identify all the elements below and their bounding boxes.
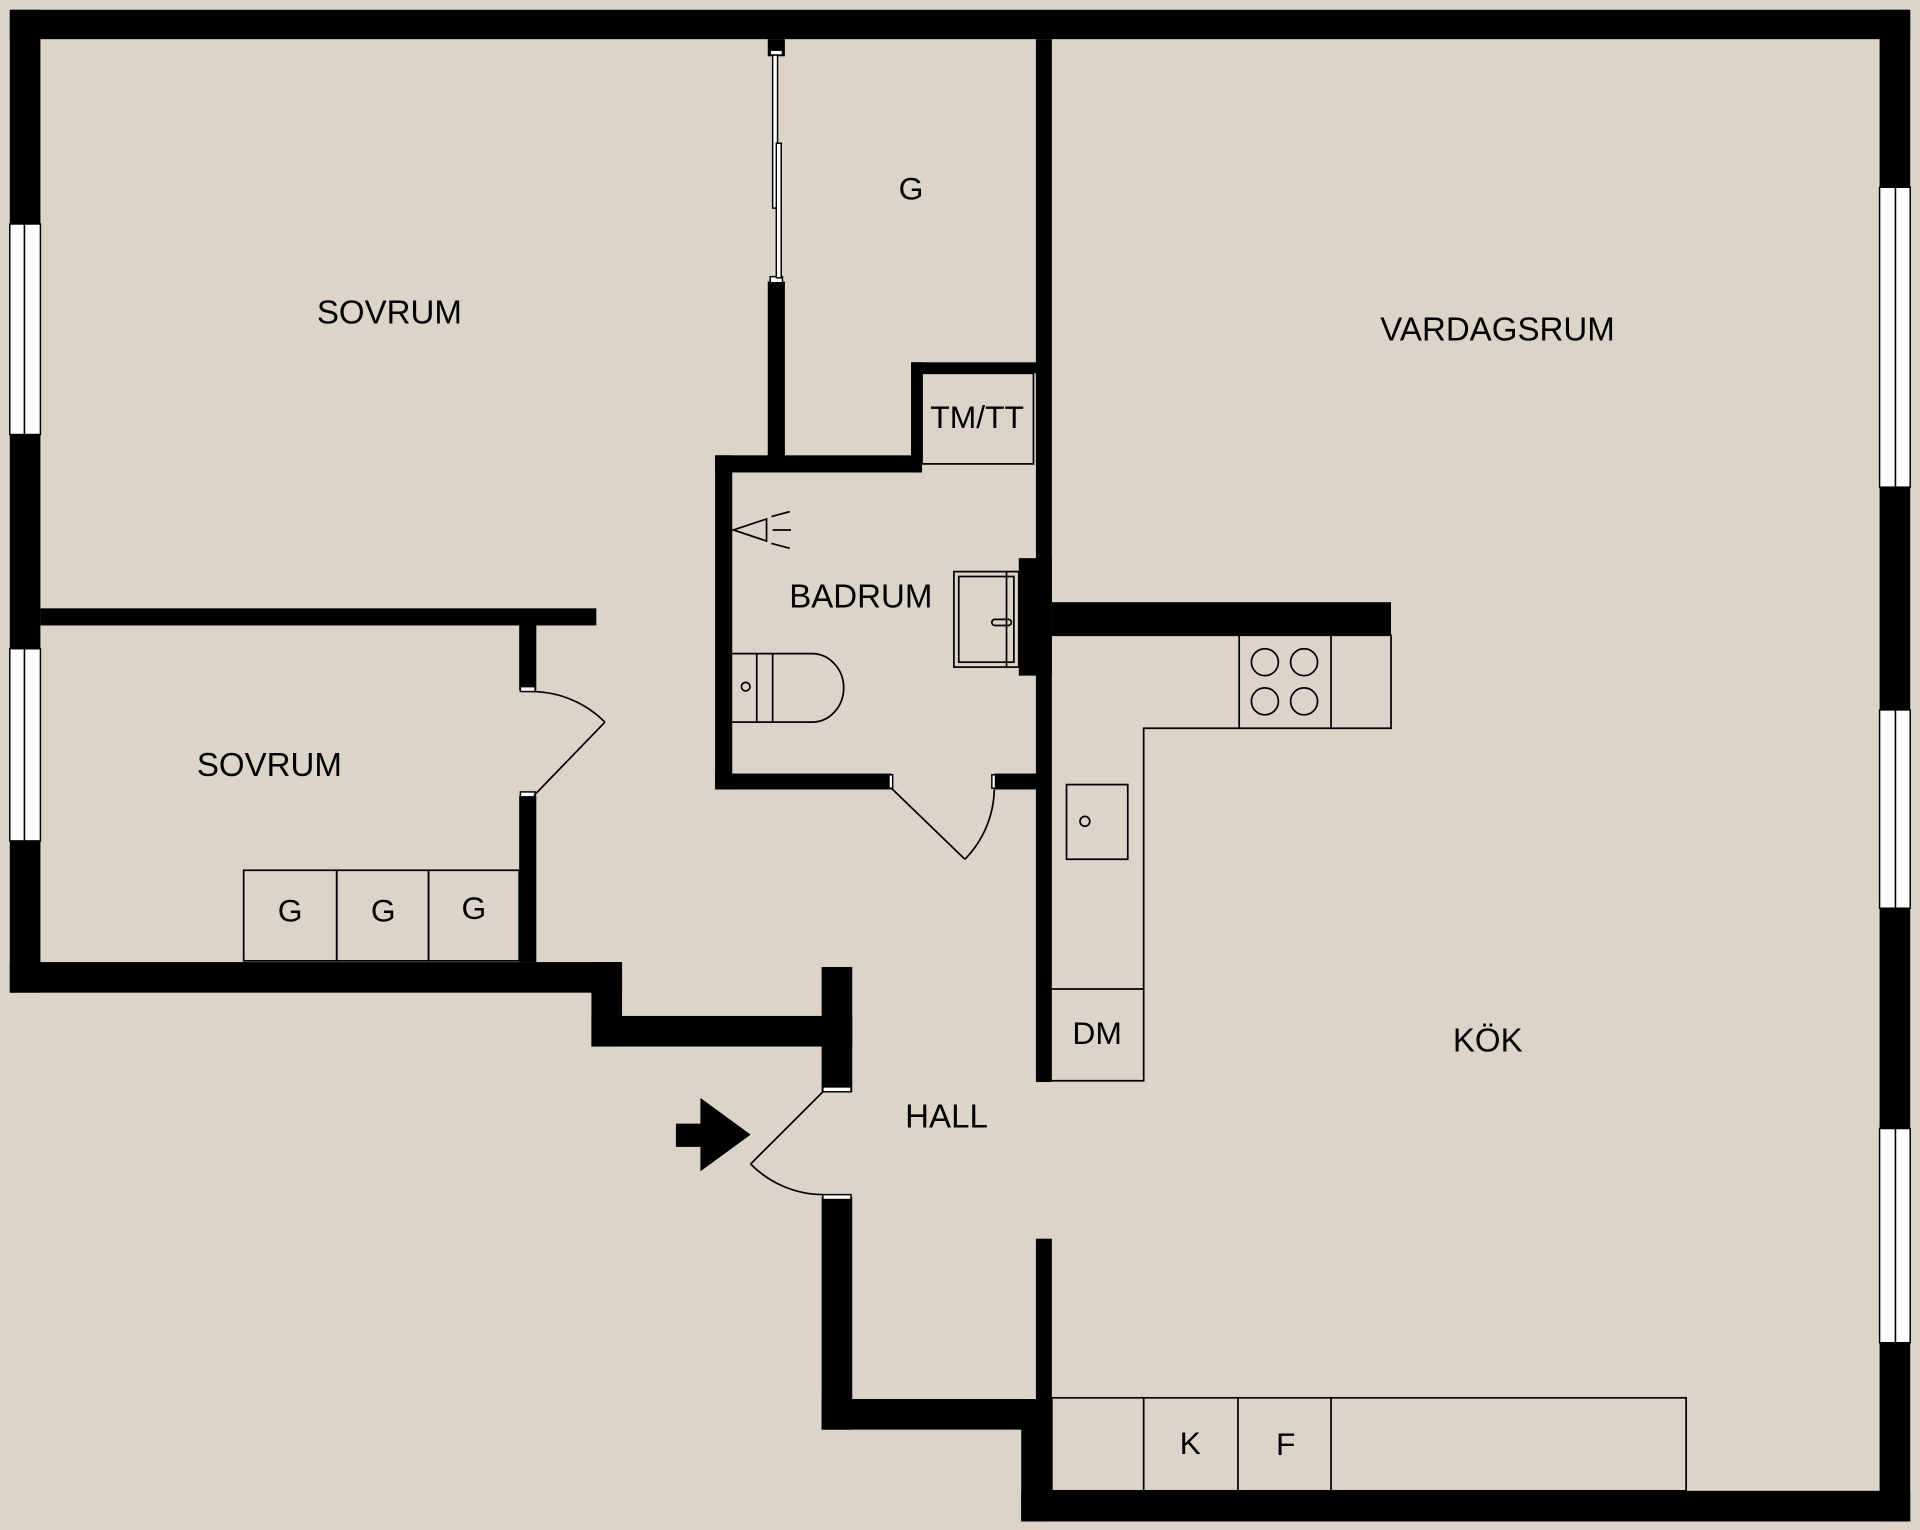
room-label-vardagsrum: VARDAGSRUM [1380, 311, 1614, 348]
kitchen-bottom-counter: K F [1050, 1396, 1687, 1492]
toilet-icon [732, 652, 845, 724]
sink-icon [953, 570, 1020, 668]
window-right-2 [1878, 709, 1911, 909]
wardrobe-top-label: G [899, 170, 924, 206]
room-label-kok: KÖK [1453, 1023, 1523, 1060]
wardrobe-row: G G G [242, 869, 521, 962]
arrow-right-icon [675, 1097, 751, 1172]
kitchen-sink-icon [1065, 783, 1129, 861]
windows [9, 186, 1911, 1344]
wardrobe-3-label: G [461, 890, 486, 926]
kitchen-counter [1051, 634, 1392, 1082]
freezer-label: F [1276, 1426, 1295, 1462]
window-left-top [9, 223, 42, 436]
room-label-hall: HALL [905, 1098, 988, 1135]
wardrobe-2-label: G [371, 893, 396, 929]
interior-walls [40, 39, 1392, 1430]
tm-tt-label: TM/TT [930, 399, 1024, 435]
door-small-bedroom[interactable] [519, 685, 606, 798]
room-label-sovrum-1: SOVRUM [317, 294, 462, 331]
front-door[interactable] [750, 1086, 852, 1201]
window-right-3 [1878, 1127, 1911, 1344]
room-label-sovrum-2: SOVRUM [197, 747, 342, 784]
stove-icon [1250, 647, 1319, 716]
door-bathroom[interactable] [888, 774, 997, 860]
dishwasher-label: DM [1072, 1015, 1122, 1051]
wardrobe-1-label: G [278, 893, 303, 929]
window-right-1 [1878, 186, 1911, 488]
shower-icon [730, 510, 792, 550]
room-label-badrum: BADRUM [789, 578, 932, 615]
fridge-label: K [1180, 1425, 1201, 1461]
sliding-door-wardrobe[interactable] [769, 49, 784, 284]
washer-dryer: TM/TT [921, 372, 1035, 465]
window-left-bottom [9, 647, 42, 842]
